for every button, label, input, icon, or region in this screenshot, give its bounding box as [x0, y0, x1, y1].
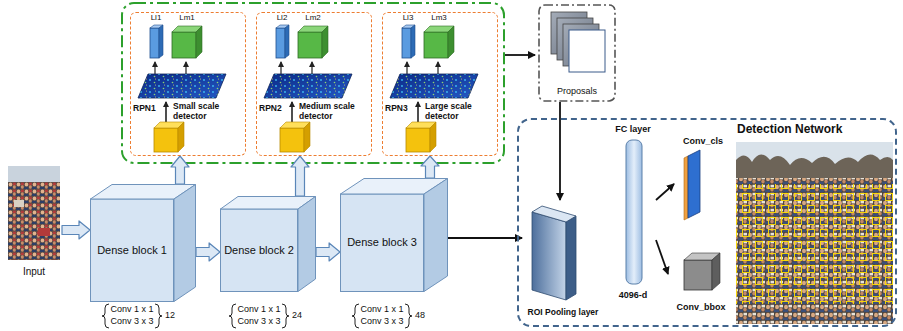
node-label: Conv_bbox [668, 302, 734, 312]
dash-dot-rect [539, 5, 615, 101]
node-label: Input [6, 266, 62, 278]
block-side [424, 179, 448, 292]
roi-pooling-slab [532, 212, 566, 300]
input-photo [8, 166, 60, 260]
block-side [174, 185, 196, 302]
input-image: Input [6, 162, 62, 292]
input-photo [8, 166, 60, 260]
block-front [221, 209, 298, 292]
fc-bar [626, 140, 642, 284]
rpn-region-outline [122, 3, 504, 163]
dense-block: Dense block 1 [90, 184, 196, 302]
block-front [91, 199, 174, 302]
conv-brace [229, 304, 236, 328]
rpn-box: RPN1 Small scale detector [130, 12, 246, 156]
input-photo [8, 166, 60, 182]
loss-label: Lm3 [430, 13, 448, 22]
node-label: RPN1 [133, 104, 167, 114]
block-side [298, 197, 316, 292]
node-label: Dense block 2 [220, 244, 298, 257]
output-photo [736, 142, 893, 324]
conv-layer-label: Conv 1 x 1 [358, 304, 406, 314]
loss-label: Lm1 [178, 13, 196, 22]
rpn-box: RPN2 Medium scale detector [256, 12, 372, 156]
conv-brace [102, 304, 412, 328]
dense-block-shape [340, 178, 448, 292]
conv-layer-label: Conv 3 x 3 [235, 316, 283, 326]
proposal-pages [569, 30, 605, 72]
repeat-count: 12 [165, 310, 183, 320]
loss-label: Ll1 [147, 13, 165, 22]
node-label: Medium scale detector [299, 102, 369, 122]
node-label: Proposals [538, 86, 616, 96]
repeat-count: 48 [415, 310, 433, 320]
roi-pooling-slab [532, 206, 576, 300]
conv-brace [352, 304, 359, 328]
arrow-line [656, 184, 674, 200]
input-photo [38, 228, 50, 236]
repeat-count: 24 [292, 310, 310, 320]
output-photo [736, 184, 893, 304]
hollow-arrow [316, 243, 340, 261]
dense-block: Dense block 2 [220, 196, 316, 292]
conv-bbox-cube [684, 260, 712, 290]
node-label: Dense block 1 [90, 244, 174, 257]
node-label: Dense block 3 [340, 236, 424, 249]
region-arrow [505, 54, 535, 56]
loss-label: Ll2 [273, 13, 291, 22]
node-label: Detection Network [737, 123, 877, 137]
rpn-illustration [390, 25, 478, 152]
rpn-illustration [264, 25, 352, 152]
conv-bbox-cube [684, 253, 720, 290]
proposals-box: Proposals [538, 4, 616, 102]
arrow-line [559, 102, 561, 200]
node-label: ROI Pooling layer [522, 308, 604, 318]
dense-block-shape [90, 184, 196, 302]
node-label: 4096-d [610, 290, 656, 300]
node-label: Large scale detector [425, 102, 495, 122]
hollow-arrow [171, 156, 189, 184]
fc-layer: FC layer 4096-d [610, 124, 656, 302]
output-photo [736, 142, 893, 324]
conv-cls-slab [684, 150, 700, 220]
hollow-arrow [196, 243, 220, 261]
hollow-arrow [62, 221, 90, 239]
node-label: FC layer [610, 124, 656, 134]
roi-pooling-slab [532, 206, 576, 222]
roi-pooling-layer: ROI Pooling layer [522, 200, 604, 322]
rpn-illustration [138, 25, 226, 152]
input-photo [14, 200, 24, 207]
dense-block: Dense block 3 [340, 178, 448, 292]
detection-network-box: Detection NetworkROI Pooling layer FC lay… [517, 118, 897, 327]
node-label: RPN3 [385, 104, 419, 114]
conv-bbox: Conv_bbox [668, 250, 734, 316]
output-photo [736, 178, 893, 324]
conv-cls-slab [684, 156, 688, 220]
rpn-box: RPN3 Large scale detector [382, 12, 498, 156]
conv-brace [102, 304, 109, 328]
conv-layer-label: Conv 1 x 1 [108, 304, 156, 314]
conv-brace [405, 304, 412, 328]
hollow-arrow [421, 156, 439, 178]
conv-layer-label: Conv 1 x 1 [235, 304, 283, 314]
conv-cls: Conv_cls [674, 136, 732, 222]
node-label: Small scale detector [173, 102, 243, 122]
block-front [341, 194, 424, 292]
proposal-pages [551, 12, 605, 72]
arrow-line [656, 240, 668, 274]
hollow-arrow [291, 156, 309, 196]
conv-cls-slab [688, 150, 700, 218]
conv-brace [282, 304, 289, 328]
conv-layer-label: Conv 3 x 3 [358, 316, 406, 326]
conv-bbox-cube [712, 253, 720, 290]
arrow-line [448, 237, 522, 239]
loss-label: Ll3 [399, 13, 417, 22]
conv-layer-label: Conv 3 x 3 [108, 316, 156, 326]
conv-brace [155, 304, 162, 328]
node-label: Conv_cls [674, 136, 732, 146]
node-label: RPN2 [259, 104, 293, 114]
roi-pooling-slab [566, 216, 576, 300]
loss-label: Lm2 [304, 13, 322, 22]
